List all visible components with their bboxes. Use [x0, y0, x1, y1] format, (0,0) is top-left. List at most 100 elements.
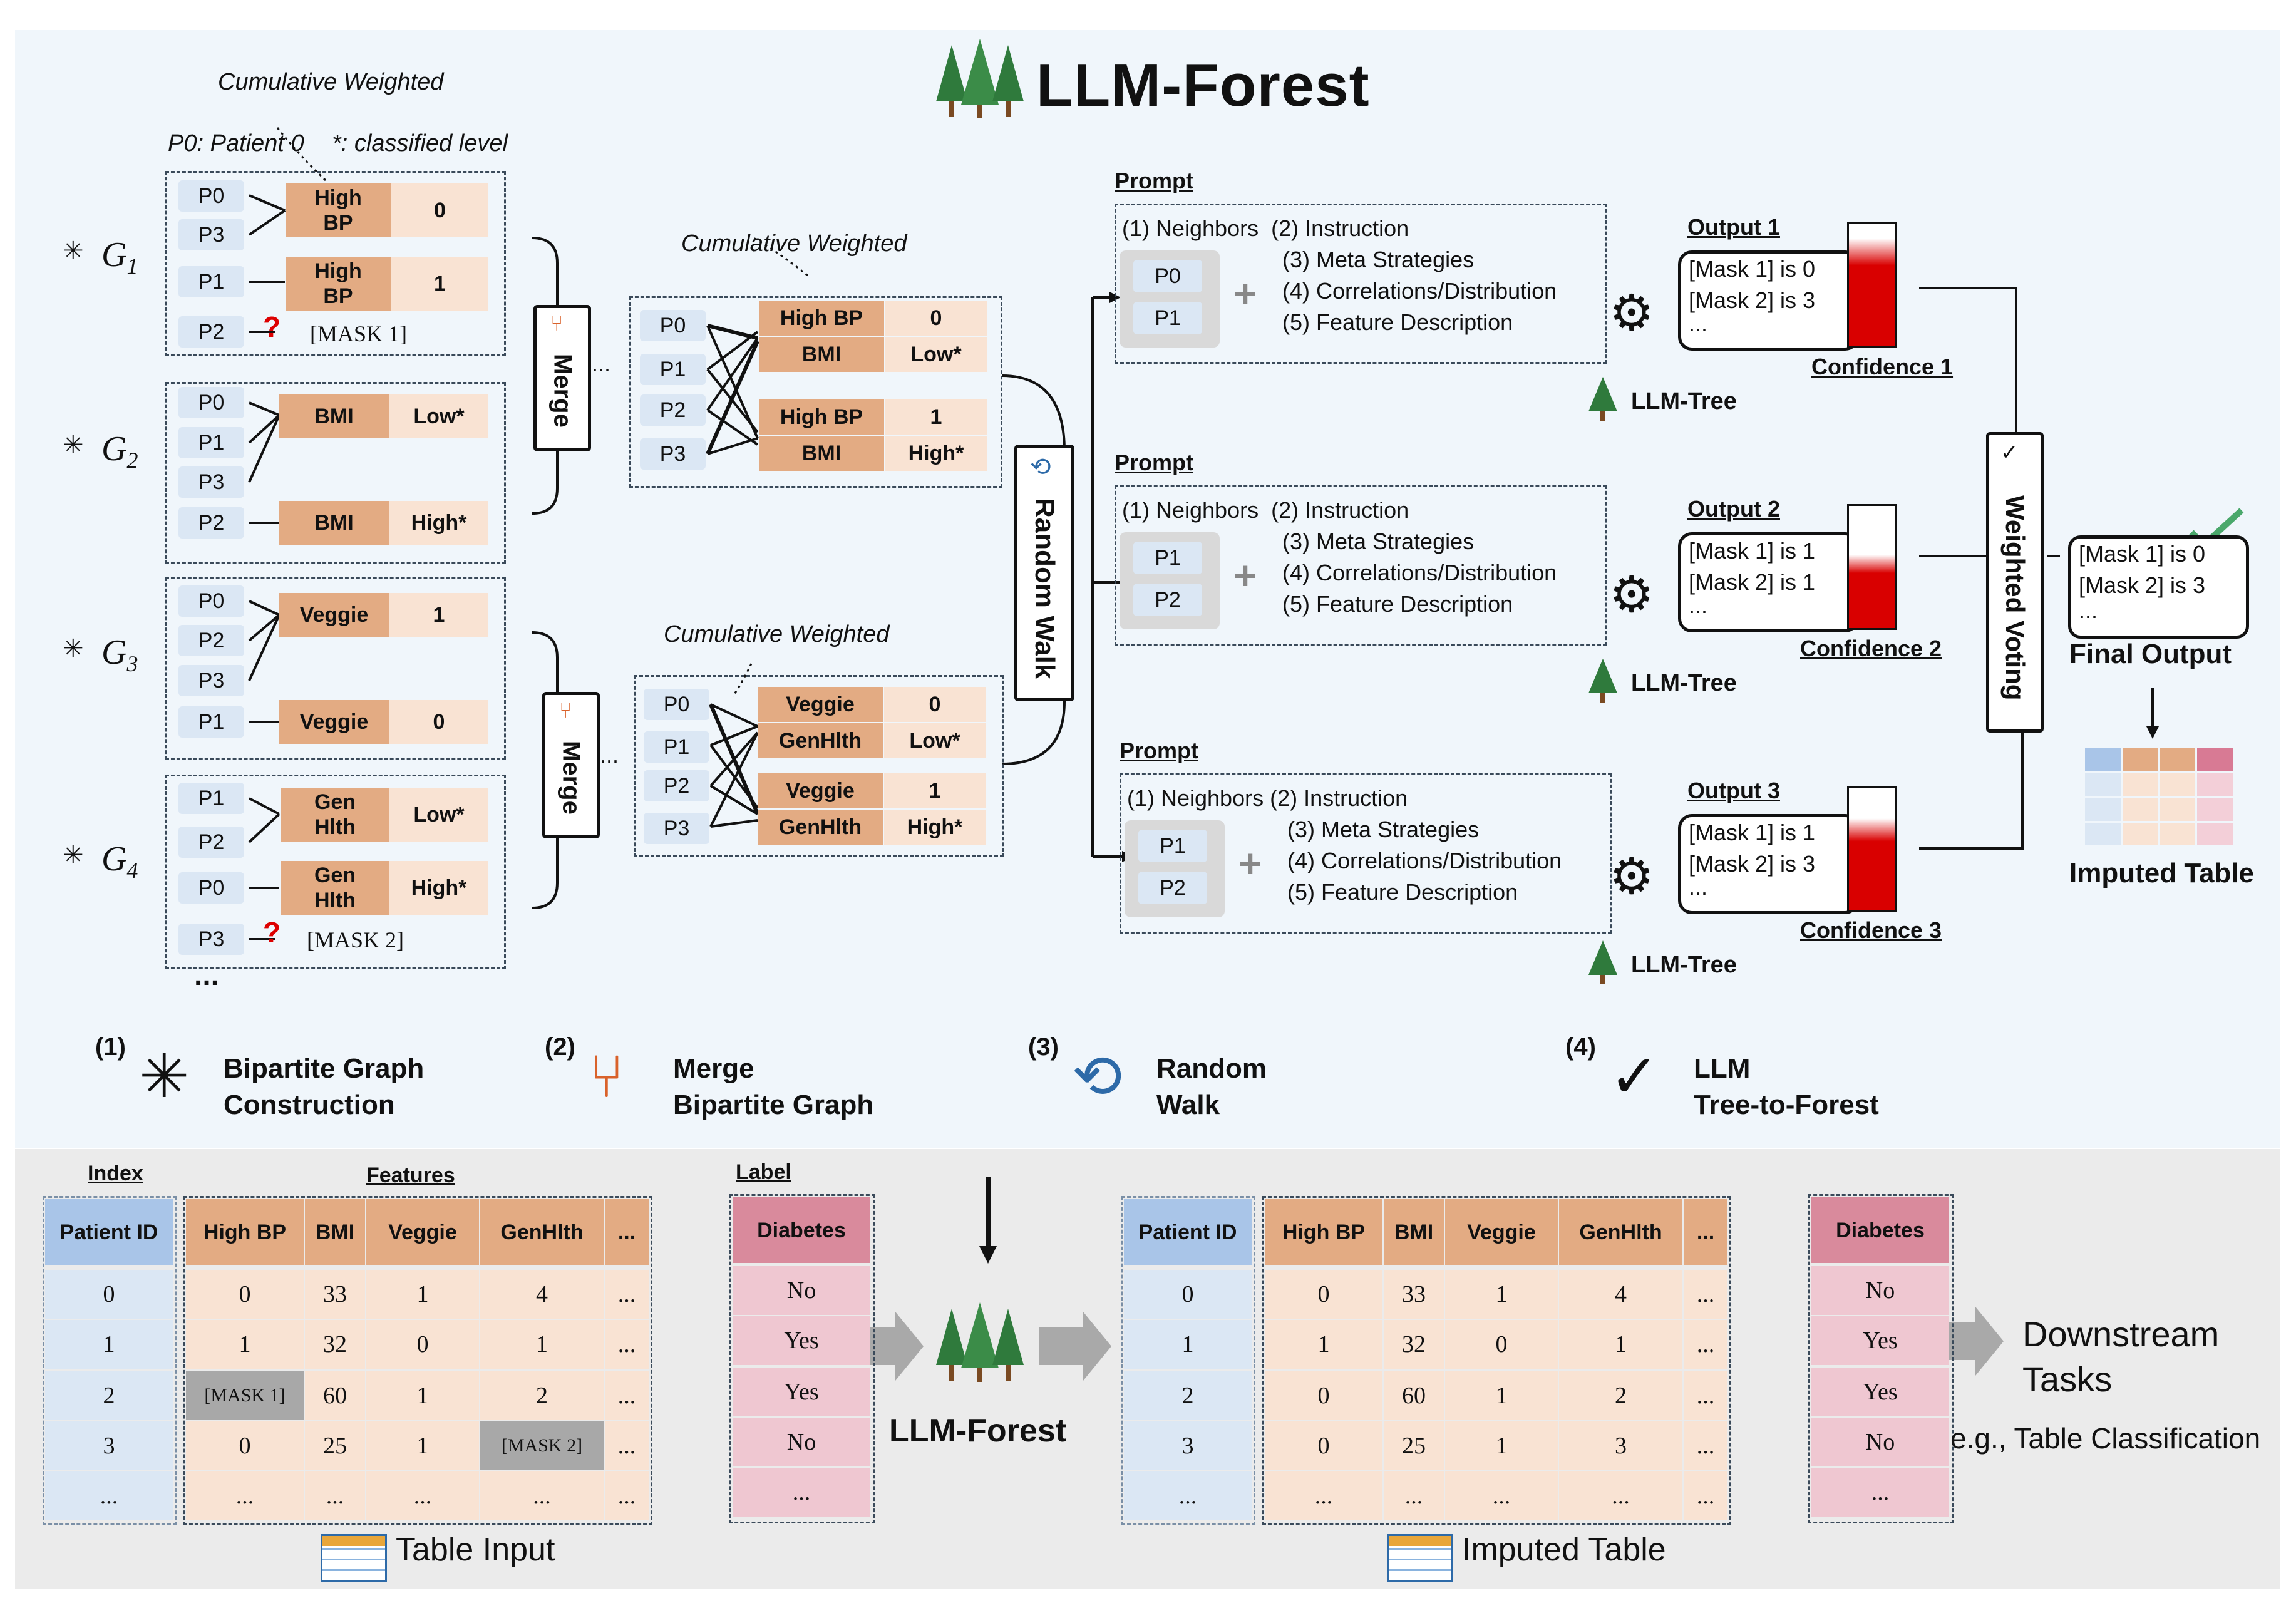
prompt-components: (3) Meta Strategies (4) Correlations/Dis…: [1282, 247, 1557, 335]
feature-columns-box: [1262, 1196, 1731, 1525]
table-cell: 2: [45, 1371, 173, 1420]
confidence-fill: [1849, 555, 1895, 628]
value-node: Low*: [884, 723, 986, 758]
question-mark-icon: ?: [263, 916, 281, 949]
patient-node: P2: [178, 507, 244, 539]
feature-node: Gen Hlth: [281, 788, 389, 842]
table-cell: 1: [480, 1320, 604, 1369]
patient-node: P2: [1133, 584, 1202, 616]
value-node: 0: [391, 183, 488, 237]
legend-number: (3): [1028, 1033, 1059, 1061]
table-cell: 1: [1445, 1421, 1558, 1470]
feature-node: GenHlth: [758, 810, 883, 845]
patient-node: P2: [1138, 872, 1207, 904]
confidence-label: Confidence 1: [1811, 354, 1954, 379]
table-cell: 0: [366, 1320, 479, 1369]
feature-column-header: High BP: [186, 1199, 304, 1265]
feature-node: BMI: [759, 337, 884, 372]
feature-column-header: ...: [1684, 1199, 1727, 1265]
table-cell: 3: [45, 1421, 173, 1470]
merge-icon: ⑂: [589, 1043, 625, 1110]
table-cell: 1: [1445, 1270, 1558, 1319]
graph-g2-label: ✳G2: [63, 430, 138, 473]
classified-note: *: classified level: [332, 130, 508, 157]
table-cell: 1: [45, 1320, 173, 1369]
patient-node: P2: [640, 394, 706, 426]
patient-node: P0: [178, 180, 244, 212]
prompt-line1: (1) Neighbors (2) Instruction: [1127, 785, 1408, 811]
table-cell: 25: [305, 1421, 365, 1470]
patient-node: P1: [178, 266, 244, 297]
id-column-box: [43, 1196, 177, 1525]
table-cell: 1: [1265, 1320, 1382, 1369]
patient-node: P2: [178, 316, 244, 348]
index-header: Index: [88, 1162, 143, 1185]
cumulative-weighted-note: Cumulative Weighted: [218, 69, 444, 95]
output-bubble: [Mask 1] is 1[Mask 2] is 3...: [1678, 814, 1859, 914]
table-cell: 0: [186, 1421, 304, 1470]
feature-node: Veggie: [279, 593, 389, 637]
table-cell: 1: [1124, 1320, 1252, 1369]
graph-icon: ✳: [63, 634, 84, 662]
plus-icon: +: [1238, 841, 1262, 886]
llm-icon: ⚙: [1609, 285, 1654, 341]
feature-columns-box: [183, 1196, 652, 1525]
patient-node: P3: [644, 813, 709, 844]
mask-slot: [MASK 1]: [310, 321, 408, 346]
table-cell: ...: [605, 1270, 649, 1319]
merge-icon: ⑂: [550, 312, 564, 336]
table-cell: ...: [366, 1471, 479, 1520]
feature-node: High BP: [286, 183, 391, 237]
value-node: 1: [885, 399, 987, 435]
value-node: Low*: [389, 788, 488, 842]
patient-node: P1: [178, 706, 244, 738]
patient-note: P0: Patient 0: [168, 130, 304, 157]
value-node: High*: [389, 501, 488, 545]
feature-node: Gen Hlth: [281, 861, 389, 915]
table-cell: ...: [733, 1468, 870, 1517]
prompt-box: [1115, 204, 1607, 364]
table-cell: ...: [1684, 1270, 1727, 1319]
graph-g1-label: ✳G1: [63, 235, 138, 279]
patient-node: P1: [178, 783, 244, 814]
final-output-bubble: [Mask 1] is 0[Mask 2] is 3...: [2068, 535, 2249, 639]
table-cell: 4: [1559, 1270, 1682, 1319]
prompt-components: (3) Meta Strategies (4) Correlations/Dis…: [1287, 817, 1562, 905]
table-cell: ...: [1384, 1471, 1444, 1520]
table-cell: 4: [480, 1270, 604, 1319]
output-title: Output 3: [1687, 778, 1780, 803]
mask-slot: [MASK 2]: [307, 927, 404, 952]
llm-tree-label: LLM-Tree: [1631, 388, 1737, 415]
patient-node: P1: [1133, 542, 1202, 574]
patient-node: P0: [640, 310, 706, 341]
table-cell: 2: [1559, 1371, 1682, 1420]
patient-node: P1: [1138, 830, 1207, 862]
table-cell: 32: [305, 1320, 365, 1369]
patient-node: P2: [178, 827, 244, 858]
table-cell: ...: [305, 1471, 365, 1520]
table-cell: 25: [1384, 1421, 1444, 1470]
plus-icon: +: [1233, 553, 1257, 598]
table-cell: ...: [1684, 1471, 1727, 1520]
graph-icon: ✳: [139, 1043, 190, 1110]
prompt-line1: (1) Neighbors (2) Instruction: [1122, 215, 1409, 241]
patient-node: P3: [178, 219, 244, 250]
table-cell: 0: [45, 1270, 173, 1319]
merge-box-2: ⑂ Merge: [542, 692, 600, 838]
patient-node: P3: [640, 438, 706, 470]
table-cell: ...: [605, 1421, 649, 1470]
prompt-box: [1115, 485, 1607, 646]
table-cell: 0: [1265, 1270, 1382, 1319]
table-cell: No: [733, 1266, 870, 1315]
table-cell: Yes: [733, 1316, 870, 1365]
table-cell: Yes: [733, 1368, 870, 1416]
feature-column-header: ...: [605, 1199, 649, 1265]
confidence-label: Confidence 3: [1800, 917, 1942, 943]
prompt-line1: (1) Neighbors (2) Instruction: [1122, 497, 1409, 523]
value-node: High*: [884, 810, 986, 845]
feature-node: High BP: [759, 301, 884, 336]
table-cell: No: [1811, 1418, 1949, 1466]
